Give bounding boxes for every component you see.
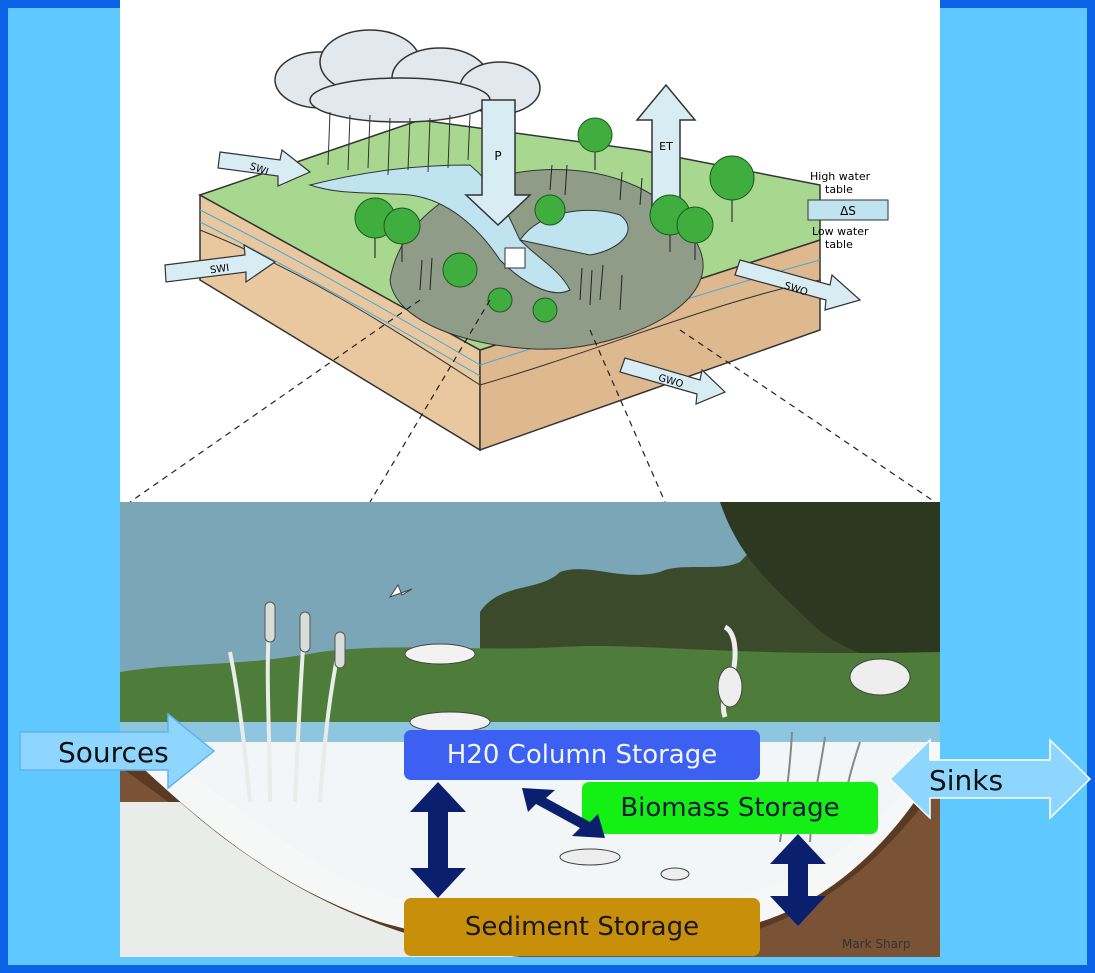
biomass-storage-box: Biomass Storage xyxy=(582,782,878,834)
label-p: P xyxy=(494,149,501,163)
sinks-arrow xyxy=(888,738,1092,820)
sources-label: Sources xyxy=(58,736,169,769)
label-swi-left: SWI xyxy=(209,263,230,277)
swo-arrow xyxy=(734,259,862,311)
swi-upper-arrow xyxy=(217,148,312,187)
label-et: ET xyxy=(659,140,673,153)
reeds xyxy=(419,164,643,311)
image-credit: Mark Sharp xyxy=(842,937,911,951)
raccoon-shape xyxy=(849,658,911,696)
bird-shape xyxy=(388,583,413,598)
label-delta-s: ΔS xyxy=(840,204,856,218)
zoom-lines xyxy=(129,299,936,502)
swi-left-arrow xyxy=(164,243,277,284)
sediment-storage-box: Sediment Storage xyxy=(404,898,760,956)
precipitation-arrow xyxy=(464,99,532,227)
sinks-label: Sinks xyxy=(929,764,1004,797)
et-arrow xyxy=(635,83,697,211)
gwo-arrow xyxy=(619,357,727,405)
otter-shape xyxy=(404,643,476,665)
cloud-icon xyxy=(274,29,541,123)
fish-shape xyxy=(409,711,491,733)
sources-arrow xyxy=(19,712,216,790)
h2o-column-storage-box: H20 Column Storage xyxy=(404,730,760,780)
tree-icons xyxy=(354,117,755,323)
